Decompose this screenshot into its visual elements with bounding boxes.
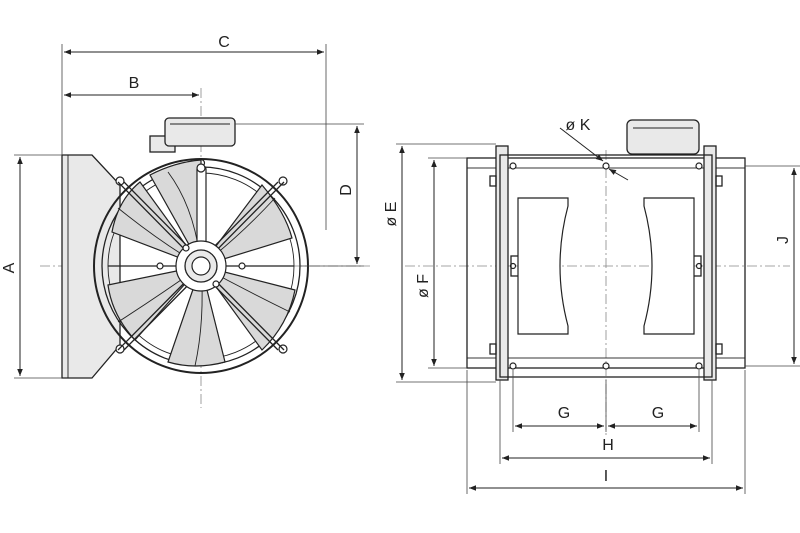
- label-c: C: [218, 34, 230, 51]
- label-k: ø K: [566, 117, 591, 134]
- cable-conduit: [196, 163, 207, 245]
- label-g-left: G: [558, 405, 570, 422]
- dimension-g-left: G: [512, 370, 607, 432]
- dimension-h: H: [499, 380, 713, 464]
- motor-hub: [156, 240, 246, 292]
- label-i: I: [604, 468, 608, 485]
- dimension-k: ø K: [559, 117, 629, 181]
- dimension-b: B: [61, 75, 199, 155]
- dimension-i: I: [466, 370, 746, 494]
- label-h: H: [602, 437, 614, 454]
- dimension-e: ø E: [383, 143, 496, 383]
- dimension-j: J: [745, 165, 800, 367]
- side-view: ø E ø F J ø K G: [383, 117, 800, 494]
- terminal-box-front: [149, 117, 236, 153]
- dimension-a: A: [1, 154, 62, 379]
- label-g-right: G: [652, 405, 664, 422]
- plate-cutouts: [517, 197, 695, 335]
- dimension-c: C: [61, 34, 327, 230]
- terminal-box-side: [626, 119, 700, 155]
- dimension-g-right: G: [608, 370, 700, 432]
- impeller-blades: [107, 159, 296, 367]
- label-f: ø F: [415, 274, 432, 298]
- label-a: A: [1, 262, 18, 273]
- dimension-d: D: [235, 123, 364, 267]
- label-j: J: [775, 236, 792, 244]
- label-e: ø E: [383, 202, 400, 227]
- dimension-f: ø F: [415, 157, 467, 369]
- front-view: A B C D: [1, 34, 370, 408]
- mounting-plate-side: [499, 154, 713, 378]
- label-b: B: [129, 75, 140, 92]
- label-d: D: [338, 184, 355, 196]
